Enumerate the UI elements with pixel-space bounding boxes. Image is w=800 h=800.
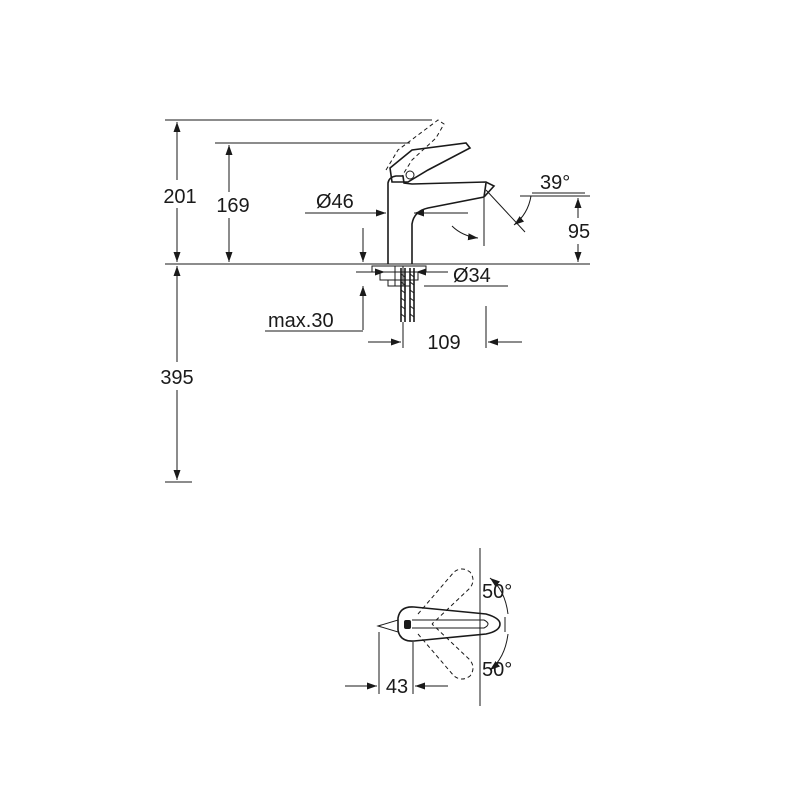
- mounting-assembly: [371, 265, 427, 322]
- spout-angle-label: 39°: [540, 172, 570, 194]
- faucet-body: [387, 175, 496, 264]
- rotation-down-label: 50°: [482, 659, 512, 681]
- spout-angle-ref-line: [485, 189, 526, 233]
- dimension-169-label: 169: [216, 195, 249, 217]
- rotation-arc-up: [489, 577, 509, 615]
- side-view: 201 169 395 95 Ø46 39°: [150, 119, 598, 483]
- rotation-up-label: 50°: [482, 581, 512, 603]
- lever-raised-outline: [385, 119, 445, 177]
- dimension-201-label: 201: [163, 186, 196, 208]
- top-spout: [376, 619, 399, 633]
- spout-angle-arc: [513, 195, 532, 226]
- diameter-46-label: Ø46: [316, 191, 354, 213]
- dimension-109-label: 109: [427, 332, 460, 354]
- diameter-34-label: Ø34: [453, 265, 491, 287]
- top-lever-rotated-down: [417, 623, 474, 680]
- top-lever-inner: [412, 619, 489, 629]
- top-view: 50° 50° 43: [345, 548, 512, 706]
- spout-flow-arc: [451, 225, 479, 241]
- top-lever-rotated-up: [417, 568, 474, 625]
- lever: [389, 142, 472, 183]
- lever-pivot: [405, 170, 415, 180]
- spout: [483, 182, 487, 198]
- top-lever-body: [397, 606, 501, 642]
- max-30-label: max.30: [268, 310, 334, 332]
- dimension-395-label: 395: [160, 367, 193, 389]
- dimension-43-label: 43: [386, 676, 408, 698]
- rotation-arc-down: [489, 633, 509, 671]
- dimension-95-label: 95: [568, 221, 590, 243]
- top-lever-button: [404, 620, 411, 629]
